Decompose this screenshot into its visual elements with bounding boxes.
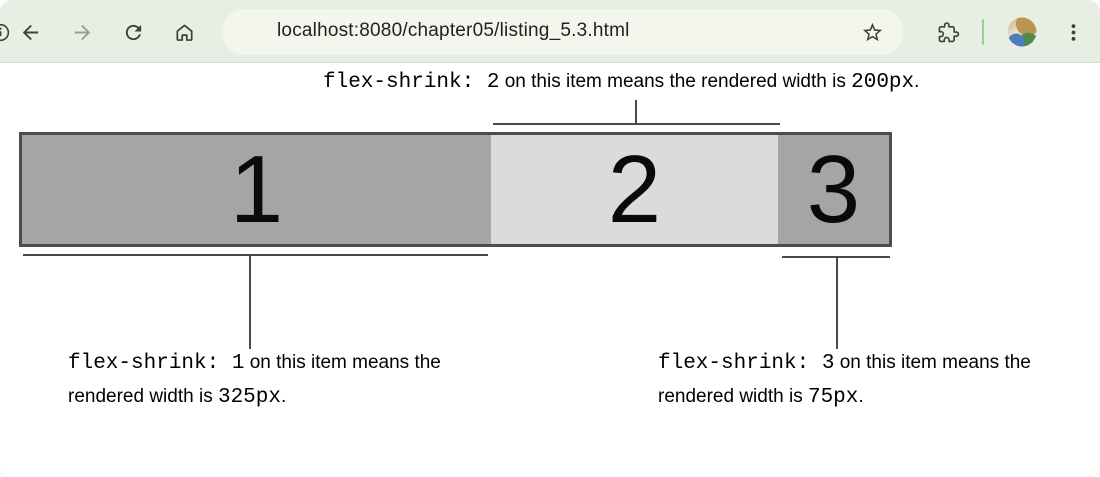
home-icon [173,21,196,44]
forward-arrow-icon [71,21,94,44]
flex-item-3: 3 [778,135,889,244]
forward-button[interactable] [63,13,101,51]
star-icon [861,21,884,44]
annotation-top: flex-shrink: 2 on this item means the re… [323,71,920,94]
callout-line-item3-vertical [836,256,838,349]
flex-item-2: 2 [491,135,778,244]
home-button[interactable] [165,13,203,51]
browser-toolbar: localhost:8080/chapter05/listing_5.3.htm… [0,0,1100,63]
toolbar-divider [982,19,984,45]
url-text[interactable]: localhost:8080/chapter05/listing_5.3.htm… [277,20,630,41]
page-content: flex-shrink: 2 on this item means the re… [0,64,1100,477]
callout-line-top-horizontal [493,123,780,125]
back-arrow-icon [19,21,42,44]
puzzle-piece-icon [937,21,960,44]
callout-line-item1-horizontal [23,254,488,256]
callout-line-top-vertical [635,100,637,124]
address-bar[interactable] [222,9,903,55]
browser-menu-button[interactable] [1054,13,1092,51]
profile-avatar-button[interactable] [1007,17,1037,47]
back-button[interactable] [11,13,49,51]
refresh-button[interactable] [114,13,152,51]
info-icon [0,21,12,44]
three-dots-icon [1062,21,1085,44]
extensions-button[interactable] [929,13,967,51]
bookmark-star-button[interactable] [853,13,891,51]
flex-item-1: 1 [22,135,491,244]
callout-line-item1-vertical [249,254,251,349]
refresh-icon [122,21,145,44]
site-info-button[interactable] [0,13,19,51]
flex-container: 1 2 3 [19,132,892,247]
